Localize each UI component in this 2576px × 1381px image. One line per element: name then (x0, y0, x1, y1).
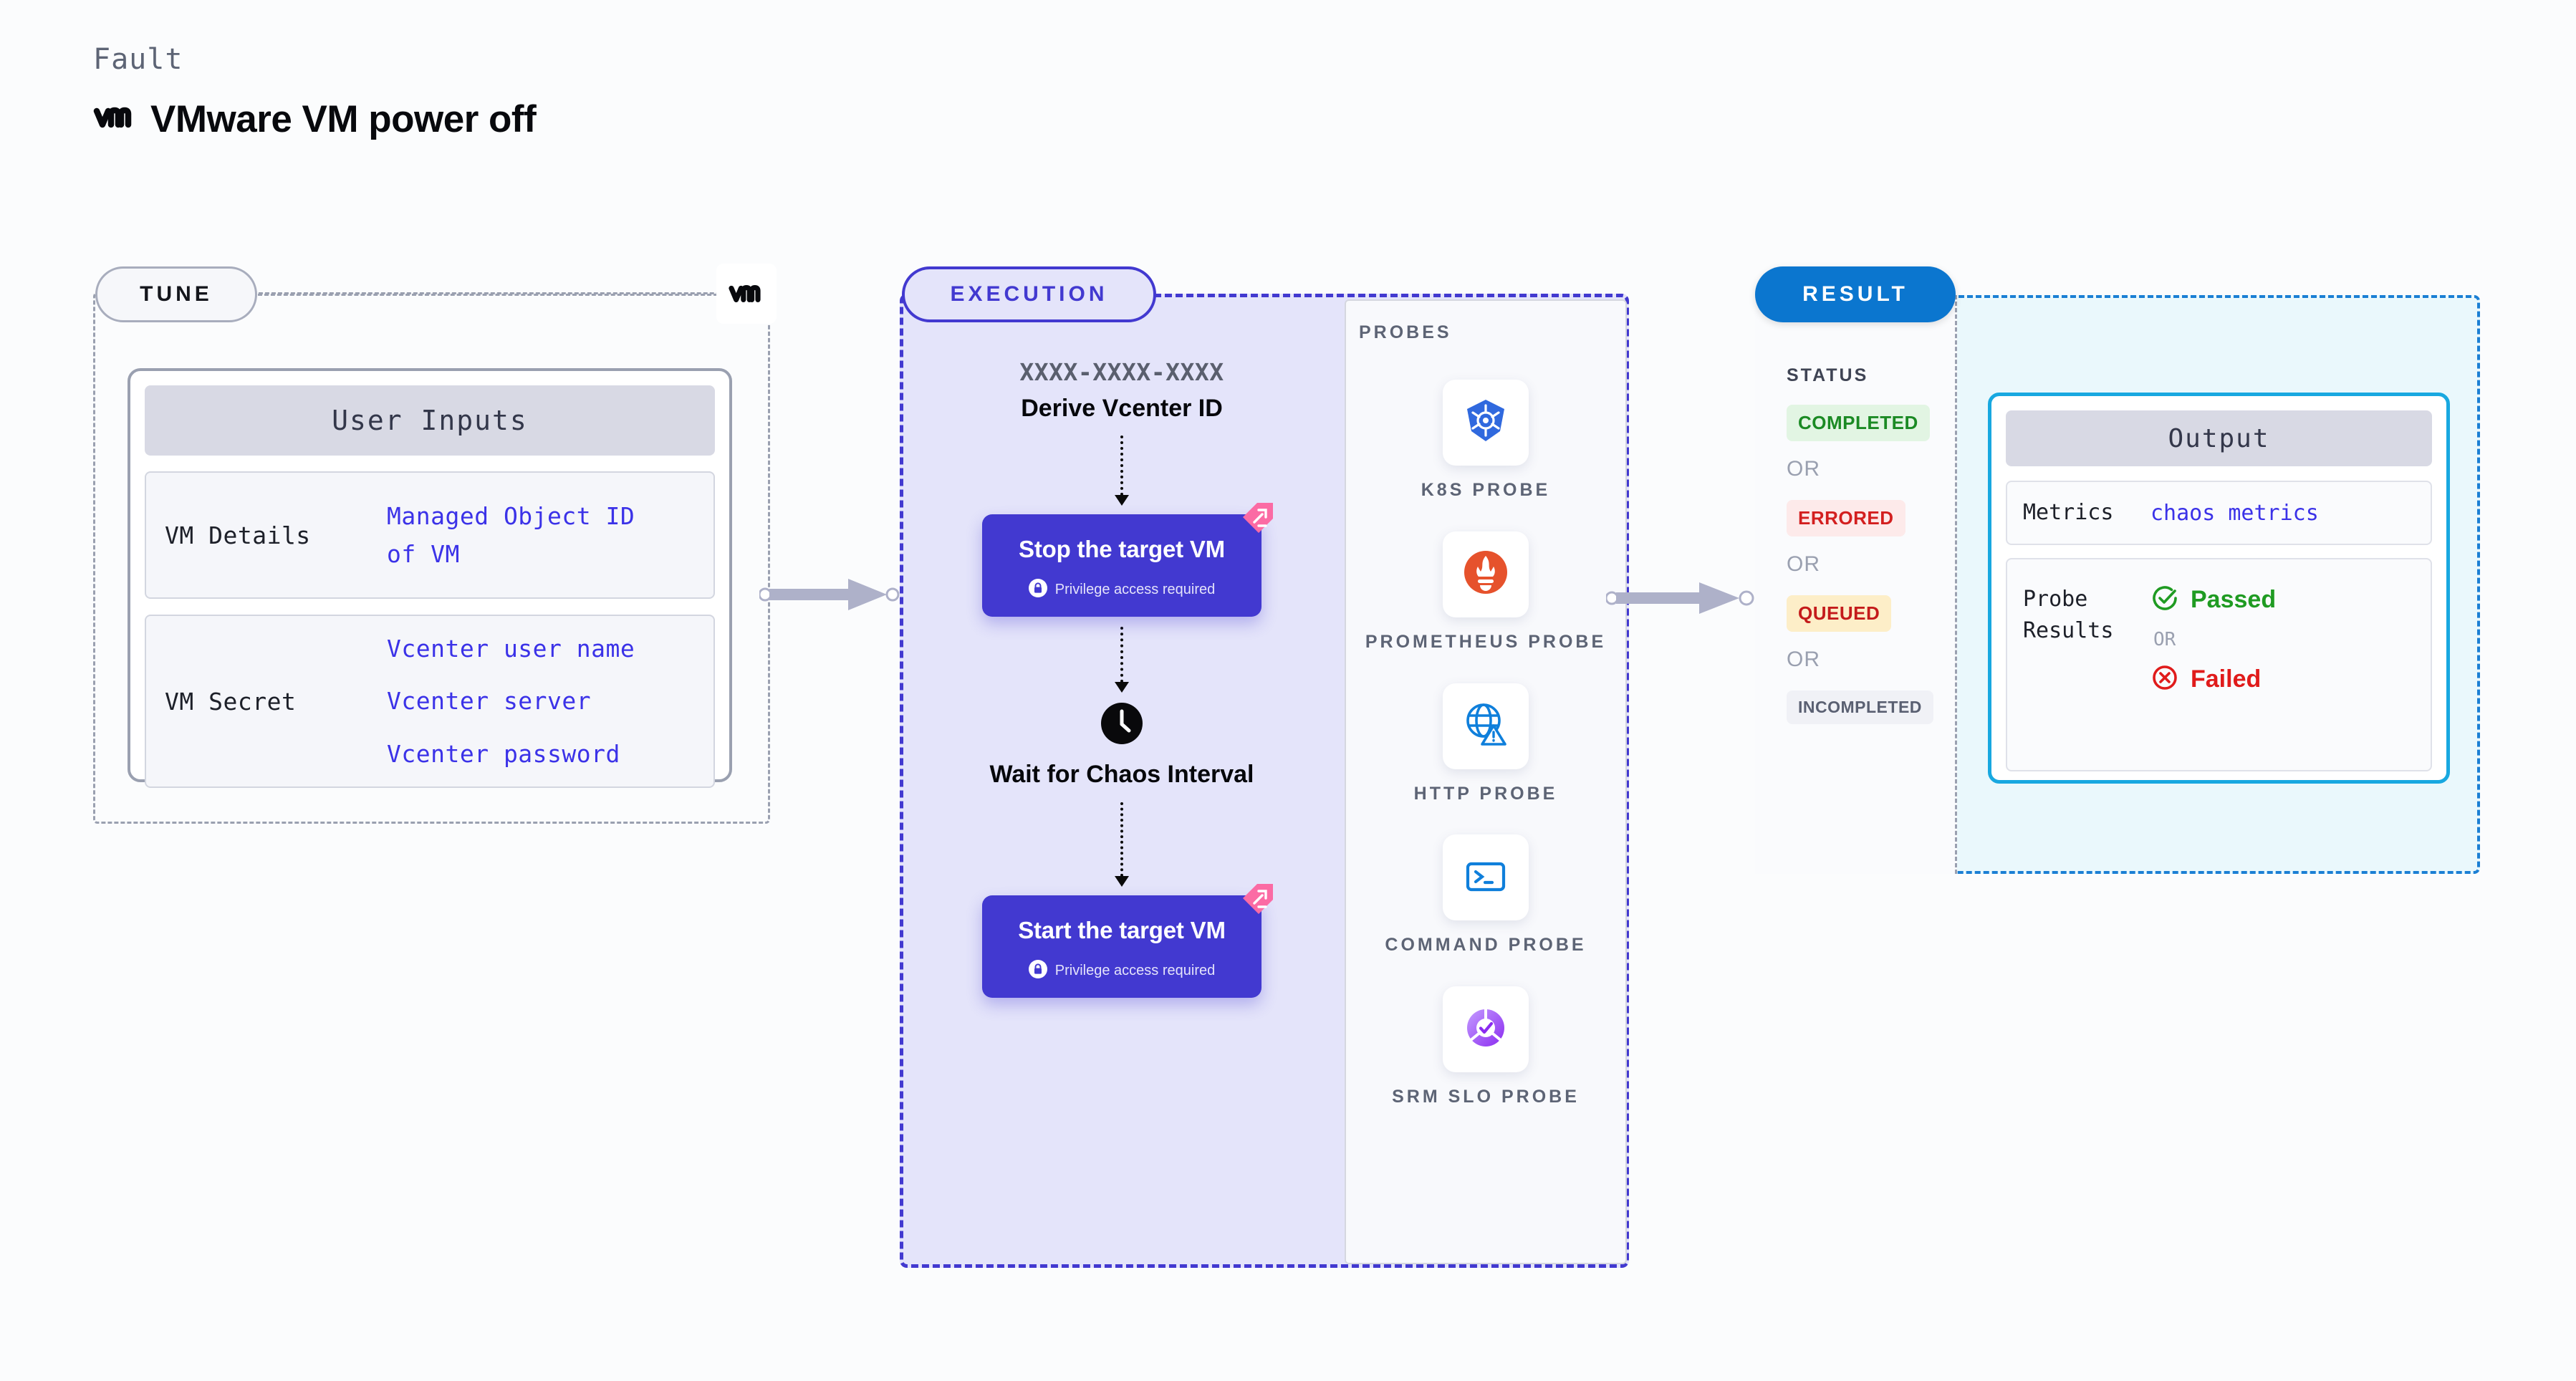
probes-list: K8S PROBE PROMETHEUS PROBE (1345, 380, 1627, 1138)
input-value: Vcenter user name (387, 635, 635, 663)
input-values-vm-details: Managed Object ID of VM (387, 498, 635, 572)
probe-label: PROMETHEUS PROBE (1365, 631, 1607, 652)
output-row-metrics: Metrics chaos metrics (2006, 481, 2432, 545)
tune-panel (93, 292, 770, 824)
status-panel (1755, 295, 1957, 874)
wait-for-chaos-interval-label: Wait for Chaos Interval (989, 761, 1254, 788)
or-separator: OR (1787, 457, 1820, 481)
probe-result-passed: Passed (2150, 584, 2276, 616)
status-badge-completed: COMPLETED (1787, 405, 1930, 441)
derive-vcenter-id-value: XXXX-XXXX-XXXX (1019, 358, 1224, 386)
x-circle-icon (2150, 663, 2179, 696)
probe-tile (1442, 531, 1529, 617)
step-card-start-vm[interactable]: Start the target VM Privilege access req… (982, 883, 1273, 998)
step-card-stop-vm[interactable]: Stop the target VM Privilege access requ… (982, 503, 1273, 617)
vmware-vm-logo-icon (93, 104, 136, 135)
lock-icon (1028, 579, 1047, 601)
flow-arrow (1115, 627, 1129, 693)
page-title: VMware VM power off (150, 98, 537, 140)
input-key-vm-secret: VM Secret (165, 687, 297, 716)
output-header: Output (2006, 410, 2432, 466)
step-title: Start the target VM (1018, 916, 1226, 943)
probe-label: SRM SLO PROBE (1392, 1087, 1580, 1107)
privilege-text: Privilege access required (1054, 582, 1216, 597)
or-separator: OR (1787, 648, 1820, 671)
flow-arrow (1115, 436, 1129, 506)
probe-item-command[interactable]: COMMAND PROBE (1385, 834, 1586, 958)
privilege-row: Privilege access required (1028, 579, 1216, 601)
probe-label: HTTP PROBE (1413, 783, 1558, 804)
input-values-vm-secret: Vcenter user name Vcenter server Vcenter… (387, 630, 635, 771)
probe-item-srm-slo[interactable]: SRM SLO PROBE (1392, 986, 1580, 1110)
kubernetes-icon (1460, 395, 1512, 451)
vmware-vm-logo-icon (729, 285, 761, 302)
or-separator: OR (2153, 629, 2176, 650)
table-row: VM Details Managed Object ID of VM (145, 471, 715, 599)
tune-connector-line (258, 294, 731, 296)
privilege-row: Privilege access required (1028, 959, 1216, 982)
user-inputs-card: User Inputs VM Details Managed Object ID… (128, 368, 732, 788)
input-value: Managed Object ID (387, 501, 635, 530)
or-separator: OR (1787, 552, 1820, 576)
input-key-vm-details: VM Details (165, 521, 311, 549)
prometheus-icon (1461, 547, 1511, 601)
probe-item-prometheus[interactable]: PROMETHEUS PROBE (1365, 531, 1606, 655)
tune-section-badge[interactable]: TUNE (95, 266, 257, 322)
status-list: STATUS COMPLETED OR ERRORED OR QUEUED OR… (1787, 365, 1959, 724)
lock-icon (1028, 959, 1047, 982)
probe-label: COMMAND PROBE (1385, 935, 1587, 956)
probe-results-values: Passed OR Failed (2150, 584, 2276, 746)
probe-tile (1442, 683, 1529, 769)
probes-title: PROBES (1359, 322, 1452, 342)
step-title: Stop the target VM (1019, 536, 1225, 562)
privilege-text: Privilege access required (1054, 962, 1216, 978)
execution-flow: XXXX-XXXX-XXXX Derive Vcenter ID Stop th… (900, 358, 1344, 998)
user-inputs-header: User Inputs (145, 385, 715, 456)
chaos-fault-ribbon-icon (1239, 499, 1277, 541)
probe-item-http[interactable]: HTTP PROBE (1414, 683, 1558, 807)
probe-label: K8S PROBE (1421, 480, 1551, 500)
flow-arrow (1115, 802, 1129, 887)
status-badge-errored: ERRORED (1787, 500, 1905, 536)
input-value: Vcenter password (387, 739, 620, 768)
execution-section-badge[interactable]: EXECUTION (902, 266, 1156, 322)
status-badge-incompleted: INCOMPLETED (1787, 690, 1933, 724)
probe-tile (1442, 380, 1529, 466)
input-value: of VM (387, 540, 460, 568)
status-title: STATUS (1787, 365, 1869, 385)
title-row: VMware VM power off (93, 97, 537, 141)
probe-tile (1443, 986, 1529, 1072)
page-header: Fault VMware VM power off (93, 43, 537, 141)
check-circle-icon (2150, 584, 2179, 616)
probe-result-failed: Failed (2150, 663, 2276, 696)
chaos-fault-ribbon-icon (1239, 880, 1277, 922)
connector-execution-to-result (1605, 577, 1764, 623)
srm-slo-icon (1460, 1002, 1512, 1057)
result-section-badge[interactable]: RESULT (1755, 266, 1956, 322)
input-value: Vcenter server (387, 687, 592, 716)
connector-tune-to-execution (758, 573, 903, 620)
fault-kicker: Fault (93, 43, 183, 76)
clock-icon (1100, 701, 1144, 749)
metrics-value: chaos metrics (2150, 500, 2319, 526)
passed-label: Passed (2191, 586, 2277, 613)
status-badge-queued: QUEUED (1787, 595, 1892, 632)
metrics-key: Metrics (2023, 500, 2114, 526)
probe-item-k8s[interactable]: K8S PROBE (1421, 380, 1550, 503)
terminal-icon (1461, 851, 1511, 905)
failed-label: Failed (2191, 665, 2262, 693)
http-globe-icon (1461, 699, 1511, 753)
table-row: VM Secret Vcenter user name Vcenter serv… (145, 615, 715, 788)
probe-tile (1442, 834, 1529, 921)
vmware-logo-badge (716, 264, 777, 324)
derive-vcenter-id-label: Derive Vcenter ID (1021, 395, 1223, 422)
